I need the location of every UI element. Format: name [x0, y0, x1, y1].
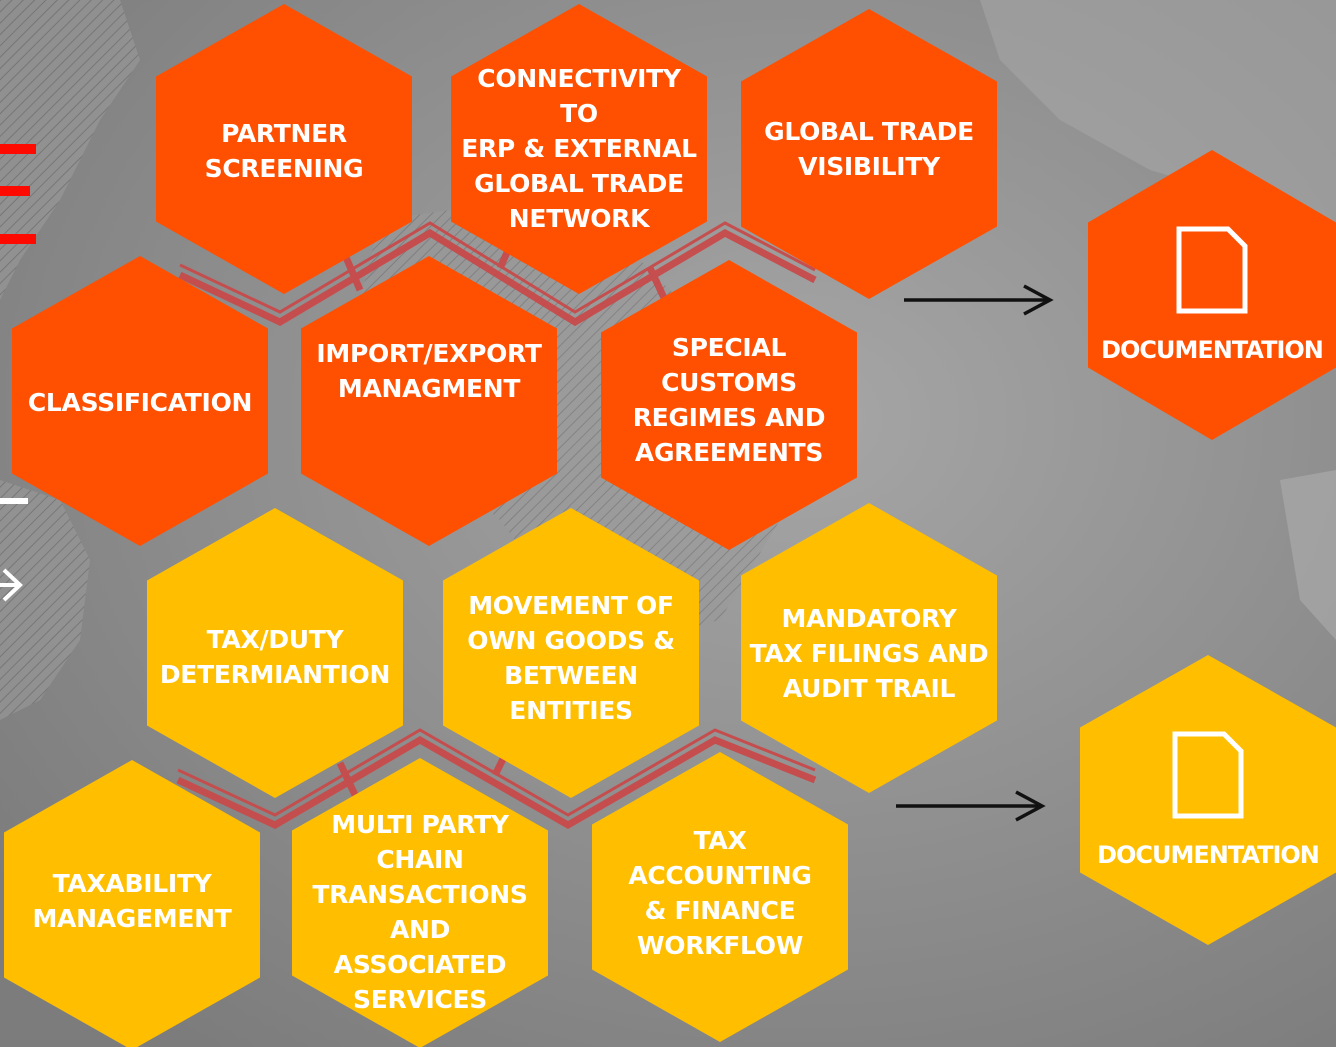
hex-label: TAX/DUTY DETERMIANTION	[159, 625, 391, 689]
hex-label: TAX ACCOUNTING & FINANCE WORKFLOW	[628, 826, 812, 960]
arrow-to-documentation-orange	[904, 284, 1054, 316]
hex-special-customs: SPECIAL CUSTOMS REGIMES AND AGREEMENTS	[601, 260, 857, 550]
hex-label: GLOBAL TRADE VISIBILITY	[764, 117, 974, 181]
hex-label: MULTI PARTY CHAIN TRANSACTIONS AND ASSOC…	[312, 810, 528, 1014]
hex-classification: CLASSIFICATION	[12, 256, 268, 546]
hex-label: CLASSIFICATION	[27, 388, 253, 417]
document-icon	[1176, 226, 1248, 314]
hex-label: SPECIAL CUSTOMS REGIMES AND AGREEMENTS	[632, 333, 826, 467]
hex-label: IMPORT/EXPORT MANAGMENT	[316, 339, 542, 403]
continent-shape	[0, 0, 140, 300]
hex-label: MANDATORY TAX FILINGS AND AUDIT TRAIL	[749, 604, 989, 703]
hex-multi-party-chain: MULTI PARTY CHAIN TRANSACTIONS AND ASSOC…	[292, 758, 548, 1047]
hex-label: MOVEMENT OF OWN GOODS & BETWEEN ENTITIES	[467, 591, 675, 725]
hex-global-trade-visibility: GLOBAL TRADE VISIBILITY	[741, 9, 997, 299]
continent-shape	[1280, 470, 1336, 640]
hex-label: CONNECTIVITY TO ERP & EXTERNAL GLOBAL TR…	[461, 64, 697, 233]
hex-import-export: IMPORT/EXPORT MANAGMENT	[301, 256, 557, 546]
continent-shape	[0, 480, 90, 720]
arrow-to-documentation-yellow	[896, 790, 1046, 822]
hex-label: TAXABILITY MANAGEMENT	[32, 869, 232, 933]
connector-lines-bottom	[176, 728, 817, 830]
document-icon	[1172, 731, 1244, 819]
documentation-label: DOCUMENTATION	[1097, 841, 1320, 869]
hex-documentation-orange: DOCUMENTATION	[1088, 150, 1336, 440]
documentation-label: DOCUMENTATION	[1101, 336, 1324, 364]
left-edge-marks	[0, 144, 36, 602]
hex-label: PARTNER SCREENING	[204, 119, 364, 183]
hex-connectivity: CONNECTIVITY TO ERP & EXTERNAL GLOBAL TR…	[451, 4, 707, 294]
